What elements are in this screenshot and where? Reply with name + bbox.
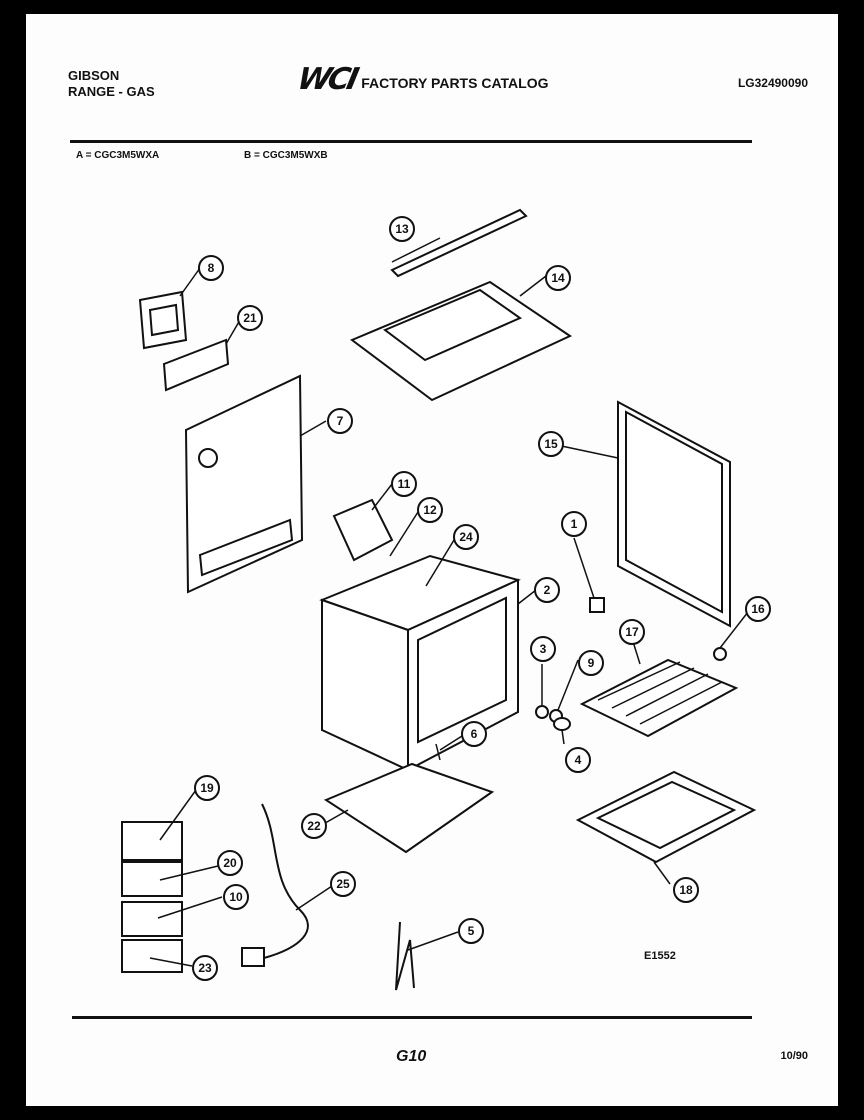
callout-1: 1 [561, 511, 587, 537]
callout-17: 17 [619, 619, 645, 645]
callout-12: 12 [417, 497, 443, 523]
svg-text:21: 21 [243, 311, 257, 325]
svg-text:15: 15 [544, 437, 558, 451]
part-19-box [121, 821, 183, 861]
product-type: RANGE - GAS [68, 84, 155, 99]
svg-text:16: 16 [751, 602, 765, 616]
callout-21: 21 [237, 305, 263, 331]
part-25-cord [241, 803, 309, 967]
part-3-9-4-fittings [535, 705, 571, 731]
callout-4: 4 [565, 747, 591, 773]
callout-20: 20 [217, 850, 243, 876]
part-2-oven-body [319, 554, 521, 772]
callout-7: 7 [327, 408, 353, 434]
callout-22: 22 [301, 813, 327, 839]
part-1-knob [589, 597, 605, 613]
callout-9: 9 [578, 650, 604, 676]
svg-text:7: 7 [337, 414, 344, 428]
model-b: B = CGC3M5WXB [244, 150, 328, 161]
svg-text:22: 22 [307, 819, 321, 833]
callout-5: 5 [458, 918, 484, 944]
part-6-pin [435, 743, 441, 761]
part-14-panel [350, 280, 573, 402]
catalog-number: LG32490090 [737, 76, 808, 90]
callout-6: 6 [461, 721, 487, 747]
svg-text:25: 25 [336, 877, 350, 891]
svg-text:9: 9 [588, 656, 595, 670]
callout-3: 3 [530, 636, 556, 662]
svg-text:5: 5 [468, 924, 475, 938]
header-brand-block: GIBSON RANGE - GAS [68, 68, 155, 100]
part-20-box [121, 861, 183, 897]
brand-name: GIBSON [68, 68, 120, 83]
svg-text:6: 6 [471, 727, 478, 741]
part-16-foot [713, 647, 727, 661]
part-8-bracket [138, 290, 188, 350]
part-22-bottom-panel [323, 762, 495, 854]
callout-18: 18 [673, 877, 699, 903]
callout-23: 23 [192, 955, 218, 981]
svg-text:1: 1 [571, 517, 578, 531]
svg-text:23: 23 [198, 961, 212, 975]
svg-text:11: 11 [398, 477, 411, 491]
callout-19: 19 [194, 775, 220, 801]
svg-text:2: 2 [544, 583, 551, 597]
header-title-block: WCI FACTORY PARTS CATALOG [294, 62, 549, 97]
svg-text:12: 12 [423, 503, 437, 517]
callout-15: 15 [538, 431, 564, 457]
part-18-broiler-pan [575, 770, 757, 864]
part-23-box [121, 939, 183, 973]
svg-text:19: 19 [200, 781, 214, 795]
part-10-box [121, 901, 183, 937]
model-list: A = CGC3M5WXA B = CGC3M5WXB [76, 150, 328, 161]
part-11-bracket [332, 498, 394, 562]
part-15-door-frame [617, 400, 731, 628]
catalog-title: FACTORY PARTS CATALOG [361, 74, 549, 91]
part-17-rack [579, 658, 739, 738]
callout-10: 10 [223, 884, 249, 910]
svg-text:24: 24 [459, 530, 473, 544]
svg-text:10: 10 [229, 890, 243, 904]
footer-date: 10/90 [780, 1050, 808, 1062]
svg-text:14: 14 [551, 271, 565, 285]
part-5-clip [395, 921, 415, 991]
callout-11: 11 [391, 471, 417, 497]
callout-14: 14 [545, 265, 571, 291]
figure-code: E1552 [644, 950, 676, 962]
callout-13: 13 [389, 216, 415, 242]
svg-text:8: 8 [208, 261, 215, 275]
callout-8: 8 [198, 255, 224, 281]
header-divider [70, 140, 752, 143]
callout-24: 24 [453, 524, 479, 550]
callout-25: 25 [330, 871, 356, 897]
svg-text:18: 18 [679, 883, 693, 897]
model-a: A = CGC3M5WXA [76, 150, 160, 161]
page-number: G10 [396, 1048, 427, 1065]
leader-lines [149, 237, 749, 967]
callout-2: 2 [534, 577, 560, 603]
part-7-back-panel [184, 374, 304, 594]
callout-16: 16 [745, 596, 771, 622]
svg-text:3: 3 [540, 642, 547, 656]
part-21-panel [162, 338, 230, 392]
part-13-trim [390, 208, 528, 278]
svg-text:20: 20 [223, 856, 237, 870]
svg-text:4: 4 [575, 753, 582, 767]
footer-divider [72, 1016, 752, 1019]
svg-text:17: 17 [625, 625, 639, 639]
svg-text:13: 13 [395, 222, 409, 236]
